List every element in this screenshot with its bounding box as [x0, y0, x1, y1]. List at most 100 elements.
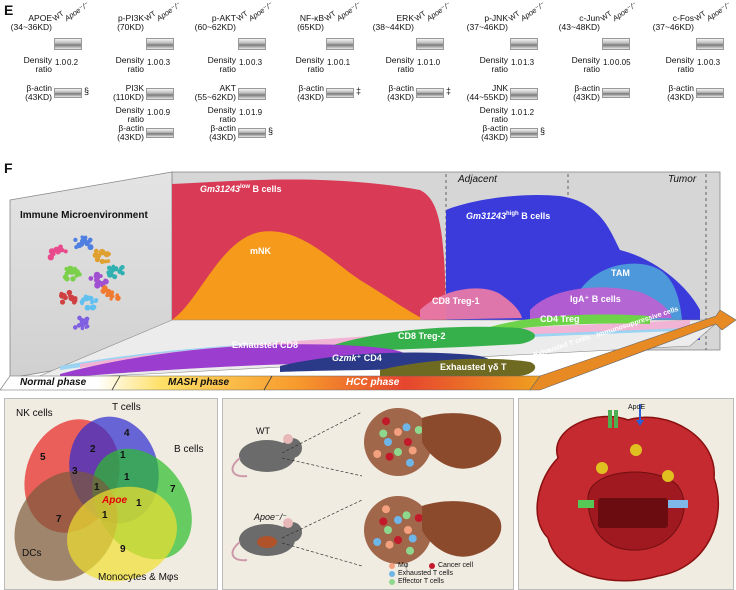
density-value: 1.0: [147, 58, 159, 67]
density-value: 1.0: [327, 58, 339, 67]
label-cd8-treg-1: CD8 Treg-1: [432, 296, 480, 306]
mouse-wt: [231, 434, 302, 478]
umap-point: [80, 320, 86, 326]
gm-low-sup: low: [240, 184, 251, 190]
stream-cd8-treg-1: [420, 288, 522, 320]
blot-protein-label: p-AKT (60~62KD): [194, 13, 236, 32]
stream-cd4-treg: [480, 314, 650, 334]
density-ratio-label: Density ratio: [571, 55, 600, 74]
gm-high-sup: high: [506, 211, 519, 217]
legend-cancer-cell: Cancer cell: [438, 562, 474, 569]
label-iga-b-cells: IgA⁺ B cells: [570, 294, 621, 304]
venn-diagram: [14, 416, 192, 582]
blot-protein-label: p-PI3K (70KD): [117, 13, 144, 32]
density-ratio-label: Density ratio: [385, 55, 414, 74]
actin-label: β-actin (43KD): [667, 83, 694, 102]
cell-type-arrow: [529, 309, 736, 391]
blot-band: [326, 38, 354, 50]
umap-point: [94, 281, 100, 288]
umap-point: [69, 270, 75, 275]
gm-low-gene: Gm31243: [200, 184, 241, 194]
density-ratio-label: Density ratio: [207, 55, 236, 74]
gm-low-tail: B cells: [250, 184, 282, 194]
umap-point: [84, 241, 90, 247]
density-value: 1.0: [55, 58, 67, 67]
venn-num: 2: [90, 444, 96, 455]
actin-footnote-mark: §: [540, 126, 546, 136]
gzmk-tail: ⁺ CD4: [356, 353, 382, 363]
umap-point: [84, 304, 91, 311]
venn-label-b: B cells: [174, 444, 204, 455]
signal-node-1: [630, 444, 642, 456]
blot-band: [146, 38, 174, 50]
umap-point: [92, 252, 98, 258]
density-value: 1.3: [523, 58, 535, 67]
umap-point: [88, 296, 94, 302]
density-ratio-label: Density ratio: [295, 55, 324, 74]
actin-band: [696, 88, 724, 98]
gm-high-tail: B cells: [518, 211, 551, 221]
umap-point: [80, 326, 85, 331]
density-value: 0.05: [615, 58, 631, 67]
nucleus-inner: [598, 498, 668, 528]
label-exhausted-cd8: Exhausted CD8: [232, 340, 299, 350]
umap-point: [77, 272, 82, 277]
umap-point: [90, 300, 95, 304]
actin-band: [602, 88, 630, 98]
venn-num: 7: [56, 514, 62, 525]
umap-point: [67, 265, 73, 271]
actin-footnote-mark: ‡: [446, 86, 452, 96]
legend-exhausted-t: Exhausted T cells: [398, 570, 453, 577]
venn-label-dc: DCs: [22, 548, 42, 559]
region-tumor: Tumor: [668, 174, 697, 185]
venn-num: 1: [94, 482, 100, 493]
density-value: 0.3: [159, 58, 171, 67]
tissue-cell: [402, 423, 411, 432]
actin-label: β-actin (43KD): [25, 83, 52, 102]
phase-normal: Normal phase: [20, 377, 87, 388]
signal-node-5: [668, 500, 688, 508]
label-gm-low-b-cells: Gm31243low B cells: [200, 184, 282, 194]
cell-label-apoe: ApoE: [628, 404, 646, 411]
venn-center-gene: Apoe: [102, 495, 127, 506]
umap-point: [80, 239, 85, 244]
blot-protein-label: JNK (44~55KD): [466, 83, 508, 102]
tissue-cell: [406, 546, 414, 555]
blot-band: [602, 38, 630, 50]
density-ratio-label: Density ratio: [23, 55, 52, 74]
tissue-cell: [402, 511, 411, 520]
density-value: 0.9: [159, 108, 171, 117]
actin-band: [238, 128, 266, 138]
density-ratio-label: Density ratio: [207, 105, 236, 124]
umap-point: [93, 273, 99, 279]
genotype-label: Apoe⁻/⁻: [704, 0, 733, 24]
signal-node-2: [596, 462, 608, 474]
umap-point: [84, 296, 90, 302]
tissue-cell: [373, 450, 382, 458]
umap-point: [89, 304, 96, 311]
umap-point: [109, 297, 113, 301]
receptor-2: [614, 410, 618, 428]
density-value: 1.2: [523, 108, 535, 117]
label-cd8-treg-2: CD8 Treg-2: [398, 331, 446, 341]
density-value: 1.0: [417, 58, 429, 67]
umap-point: [84, 325, 88, 329]
gzmk-gene: Gzmk: [332, 353, 357, 363]
umap-point: [112, 274, 118, 280]
immune-stream-figure: [0, 171, 736, 391]
umap-point: [87, 244, 94, 251]
panel-f-letter: F: [4, 160, 13, 176]
actin-footnote-mark: §: [84, 86, 90, 96]
blot-band: [510, 38, 538, 50]
genotype-label: Apoe⁻/⁻: [334, 0, 363, 24]
umap-point: [88, 276, 94, 281]
venn-label-mono: Monocytes & Mφs: [98, 572, 179, 583]
genotype-label: Apoe⁻/⁻: [424, 0, 453, 24]
umap-point: [99, 280, 105, 286]
tissue-cell: [384, 438, 392, 446]
gm-high-gene: Gm31243: [466, 211, 507, 221]
umap-point: [99, 258, 105, 265]
blot-protein-label: c-Jun (43~48KD): [558, 13, 600, 32]
umap-point: [56, 248, 61, 252]
venn-label-t: T cells: [112, 402, 141, 413]
